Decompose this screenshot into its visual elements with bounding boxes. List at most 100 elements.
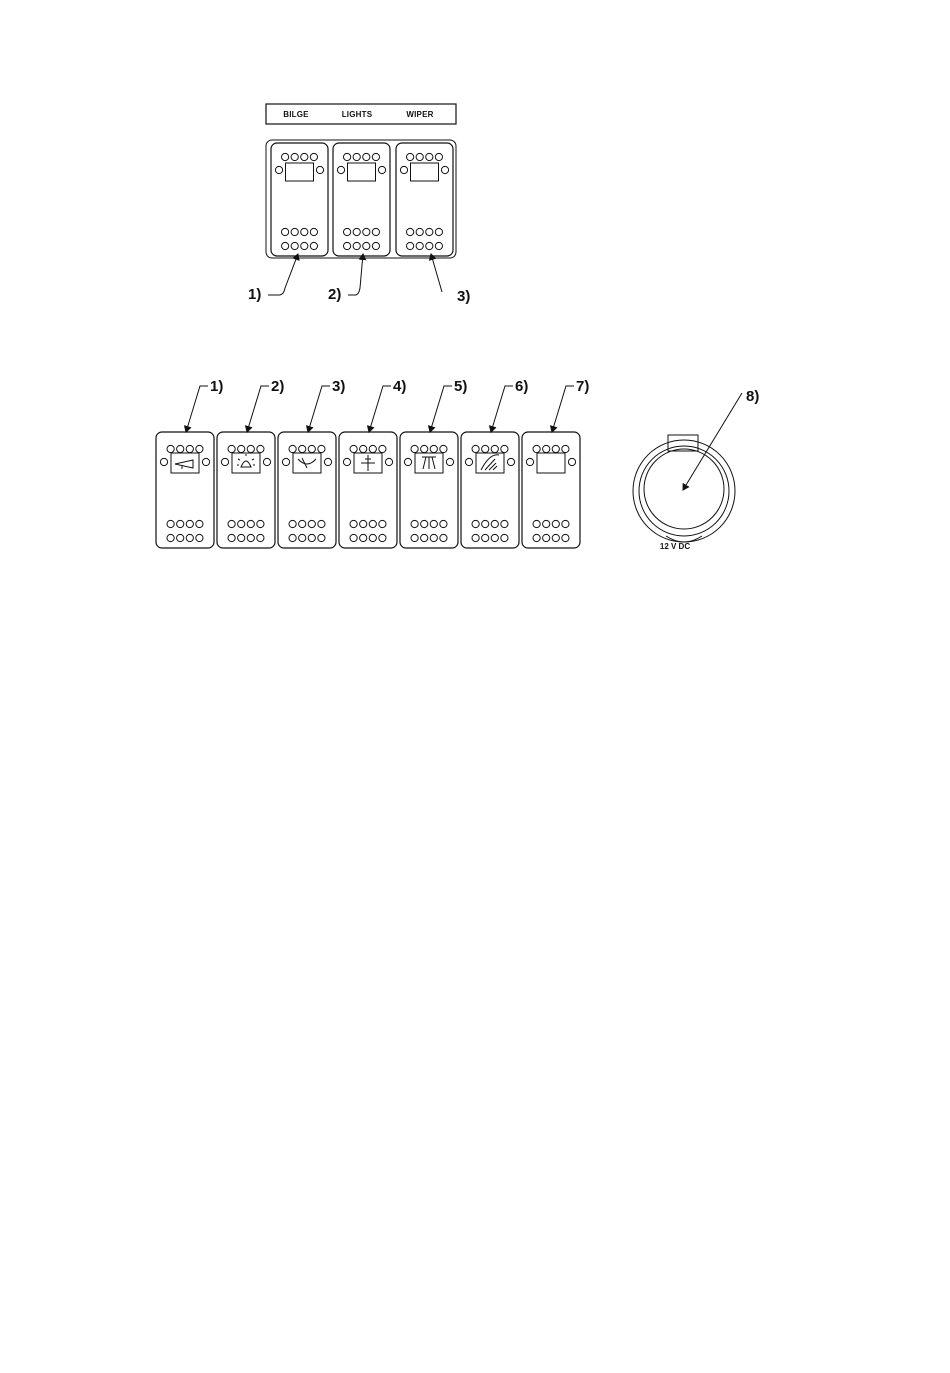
switch-body[interactable] [396, 143, 453, 256]
rocker-switch[interactable] [396, 143, 453, 256]
indicator-dot [407, 242, 414, 249]
indicator-dot [167, 534, 174, 541]
rocker-switch[interactable] [217, 432, 275, 548]
indicator-dot [426, 242, 433, 249]
rocker-switch[interactable] [461, 432, 519, 548]
indicator-dot [177, 445, 184, 452]
indicator-dot [308, 445, 315, 452]
indicator-dot [257, 534, 264, 541]
switch-symbol-window [476, 453, 504, 473]
switch-body[interactable] [333, 143, 390, 256]
rocker-switch[interactable] [333, 143, 390, 256]
indicator-dot [318, 445, 325, 452]
indicator-dot [407, 153, 414, 160]
indicator-dot [167, 520, 174, 527]
switch-body[interactable] [156, 432, 214, 548]
indicator-dot [343, 458, 350, 465]
indicator-dot [482, 534, 489, 541]
switch-body[interactable] [522, 432, 580, 548]
label-bilge: BILGE [283, 110, 309, 119]
switch-symbol-window [411, 163, 439, 181]
indicator-dot [263, 458, 270, 465]
outlet-callout: 8) [746, 388, 759, 405]
indicator-dot [344, 242, 351, 249]
bottom-leader-2 [247, 386, 269, 432]
indicator-dot [369, 445, 376, 452]
indicator-dot [301, 242, 308, 249]
switch-body[interactable] [271, 143, 328, 256]
indicator-dot [228, 534, 235, 541]
indicator-dot [196, 520, 203, 527]
switch-body[interactable] [278, 432, 336, 548]
indicator-dot [257, 445, 264, 452]
indicator-dot [291, 242, 298, 249]
top-switch-group [271, 143, 453, 256]
rocker-switch[interactable] [522, 432, 580, 548]
top-callout-3: 3) [457, 288, 470, 305]
indicator-dot [543, 445, 550, 452]
indicator-dot [160, 458, 167, 465]
indicator-dot [372, 242, 379, 249]
outlet-outer-ring [633, 440, 735, 542]
indicator-dot [360, 520, 367, 527]
switch-body[interactable] [339, 432, 397, 548]
indicator-dot [186, 445, 193, 452]
indicator-dot [282, 228, 289, 235]
indicator-dot [196, 534, 203, 541]
indicator-dot [350, 534, 357, 541]
indicator-dot [421, 520, 428, 527]
indicator-dot [472, 520, 479, 527]
indicator-dot [533, 534, 540, 541]
indicator-dot [552, 445, 559, 452]
indicator-dot [435, 153, 442, 160]
top-callout-2: 2) [328, 286, 341, 303]
indicator-dot [552, 534, 559, 541]
indicator-dot [363, 228, 370, 235]
switch-body[interactable] [217, 432, 275, 548]
switch-body[interactable] [461, 432, 519, 548]
bottom-callout-1: 1) [210, 378, 223, 395]
indicator-dot [426, 153, 433, 160]
indicator-dot [491, 445, 498, 452]
label-lights: LIGHTS [342, 110, 373, 119]
indicator-dot [360, 534, 367, 541]
indicator-dot [491, 534, 498, 541]
top-plate [266, 140, 456, 258]
indicator-dot [426, 228, 433, 235]
bottom-leader-7 [552, 386, 574, 432]
rocker-switch[interactable] [400, 432, 458, 548]
indicator-dot [289, 520, 296, 527]
indicator-dot [228, 445, 235, 452]
rocker-switch[interactable] [339, 432, 397, 548]
indicator-dot [363, 242, 370, 249]
rocker-switch[interactable] [271, 143, 328, 256]
switch-symbol-window [348, 163, 376, 181]
bottom-switch-panel: 1) 2) 3) 4) 5) 6) 7) [156, 378, 589, 548]
wiper-icon [298, 458, 316, 468]
indicator-dot [430, 445, 437, 452]
indicator-dot [238, 445, 245, 452]
indicator-dot [407, 228, 414, 235]
rocker-switch[interactable] [156, 432, 214, 548]
indicator-dot [533, 445, 540, 452]
indicator-dot [353, 228, 360, 235]
indicator-dot [411, 445, 418, 452]
indicator-dot [435, 242, 442, 249]
indicator-dot [247, 445, 254, 452]
indicator-dot [228, 520, 235, 527]
bottom-leader-5 [430, 386, 452, 432]
switch-body[interactable] [400, 432, 458, 548]
indicator-dot [350, 520, 357, 527]
indicator-dot [501, 520, 508, 527]
indicator-dot [430, 534, 437, 541]
bottom-callout-3: 3) [332, 378, 345, 395]
indicator-dot [301, 228, 308, 235]
indicator-dot [446, 458, 453, 465]
indicator-dot [430, 520, 437, 527]
rocker-switch[interactable] [278, 432, 336, 548]
indicator-dot [472, 445, 479, 452]
bottom-callout-4: 4) [393, 378, 406, 395]
bottom-leader-6 [491, 386, 513, 432]
indicator-dot [318, 534, 325, 541]
